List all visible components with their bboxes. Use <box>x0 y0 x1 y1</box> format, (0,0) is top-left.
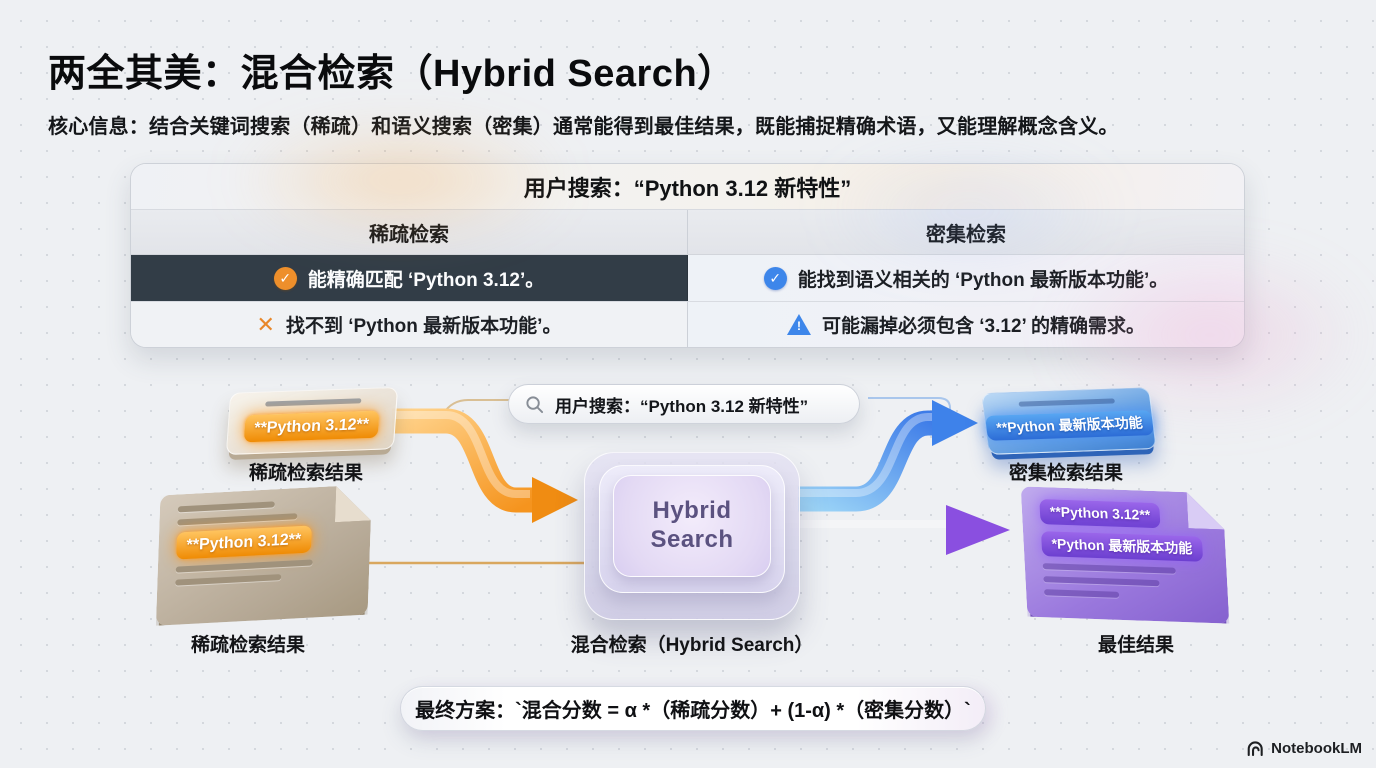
formula-text: 最终方案：`混合分数 = α *（稀疏分数）+ (1-α) *（密集分数）` <box>415 700 971 722</box>
text-line-bar <box>176 560 313 573</box>
best-match-tag-2: *Python 最新版本功能 <box>1041 531 1203 561</box>
text-line-bar <box>175 574 281 586</box>
subtitle-text: 结合关键词搜索（稀疏）和语义搜索（密集）通常能得到最佳结果，既能捕捉精确术语，又… <box>149 116 1119 138</box>
connector-search-right <box>868 397 951 430</box>
sparse-doc-label: 稀疏检索结果 <box>190 635 306 656</box>
sparse-card-label: 稀疏检索结果 <box>248 463 364 484</box>
hybrid-search-box: Hybrid Search <box>584 452 800 620</box>
search-bar[interactable]: 用户搜索：“Python 3.12 新特性” <box>508 384 860 424</box>
cell-sparse-con: ✕ 找不到 ‘Python 最新版本功能’。 <box>131 302 688 347</box>
sparse-result-document: **Python 3.12** <box>156 484 372 626</box>
subtitle-key-label: 核心信息： <box>48 116 149 138</box>
column-header-dense: 密集检索 <box>926 223 1006 246</box>
table-row: ✕ 找不到 ‘Python 最新版本功能’。 ! 可能漏掉必须包含 ‘3.12’… <box>131 301 1244 347</box>
brand-footer: NotebookLM <box>1247 740 1362 757</box>
search-query-text: 用户搜索：“Python 3.12 新特性” <box>555 396 809 416</box>
cell-text: 能精确匹配 ‘Python 3.12’。 <box>307 269 545 291</box>
column-header-sparse: 稀疏检索 <box>131 210 688 254</box>
hybrid-word-2: Search <box>650 526 734 553</box>
stack-layer-top: Hybrid Search <box>613 475 771 577</box>
hybrid-word-1: Hybrid <box>652 497 732 525</box>
cell-sparse-pro: ✓ 能精确匹配 ‘Python 3.12’。 <box>131 255 688 301</box>
cell-text: 能找到语义相关的 ‘Python 最新版本功能’。 <box>797 269 1169 291</box>
sparse-arrow <box>392 408 578 523</box>
page-title: 两全其美：混合检索（Hybrid Search） <box>48 53 736 95</box>
cross-icon: ✕ <box>256 311 275 337</box>
comparison-table: 用户搜索：“Python 3.12 新特性” 稀疏检索 密集检索 ✓ 能精确匹配… <box>130 163 1245 348</box>
dense-match-tag: **Python 最新版本功能 <box>984 410 1155 441</box>
check-circle-icon: ✓ <box>763 266 787 290</box>
card-slot-bar <box>1018 398 1116 407</box>
best-match-tag-1: **Python 3.12** <box>1039 499 1161 528</box>
dense-card-label: 密集检索结果 <box>1008 463 1124 484</box>
page-subtitle: 核心信息：结合关键词搜索（稀疏）和语义搜索（密集）通常能得到最佳结果，既能捕捉精… <box>48 110 1119 139</box>
cell-text: 可能漏掉必须包含 ‘3.12’ 的精确需求。 <box>821 316 1146 337</box>
table-header-row: 稀疏检索 密集检索 <box>131 210 1244 255</box>
search-icon <box>526 395 544 413</box>
cell-dense-pro: ✓ 能找到语义相关的 ‘Python 最新版本功能’。 <box>688 255 1244 301</box>
folded-corner <box>335 484 372 522</box>
check-glyph: ✓ <box>769 269 782 286</box>
sparse-match-tag: **Python 3.12** <box>243 410 380 443</box>
brand-name: NotebookLM <box>1271 740 1362 757</box>
hybrid-label: 混合检索（Hybrid Search） <box>570 635 814 656</box>
table-row: ✓ 能精确匹配 ‘Python 3.12’。 ✓ 能找到语义相关的 ‘Pytho… <box>131 255 1244 301</box>
check-glyph: ✓ <box>279 269 292 286</box>
text-line-bar <box>1043 563 1176 574</box>
text-line-bar <box>178 501 275 512</box>
notebooklm-logo-icon <box>1247 741 1263 756</box>
table-title: 用户搜索：“Python 3.12 新特性” <box>131 164 1244 210</box>
dense-result-card: **Python 最新版本功能 <box>981 387 1157 455</box>
best-arrow <box>790 505 1010 555</box>
best-doc-label: 最佳结果 <box>1097 635 1175 656</box>
cell-text: 找不到 ‘Python 最新版本功能’。 <box>285 316 562 337</box>
sparse-result-card: **Python 3.12** <box>225 386 399 456</box>
best-result-document: **Python 3.12** *Python 最新版本功能 <box>1021 486 1230 623</box>
text-line-bar <box>1043 576 1159 586</box>
folded-corner <box>1187 492 1225 529</box>
text-line-bar <box>1044 589 1119 598</box>
formula-bar: 最终方案：`混合分数 = α *（稀疏分数）+ (1-α) *（密集分数）` <box>400 686 986 731</box>
sparse-match-tag: **Python 3.12** <box>176 525 311 559</box>
warning-triangle-icon: ! <box>786 314 811 335</box>
text-line-bar <box>177 513 297 525</box>
cell-dense-con: ! 可能漏掉必须包含 ‘3.12’ 的精确需求。 <box>688 302 1244 347</box>
card-slot-bar <box>265 398 362 407</box>
check-circle-icon: ✓ <box>273 266 297 290</box>
